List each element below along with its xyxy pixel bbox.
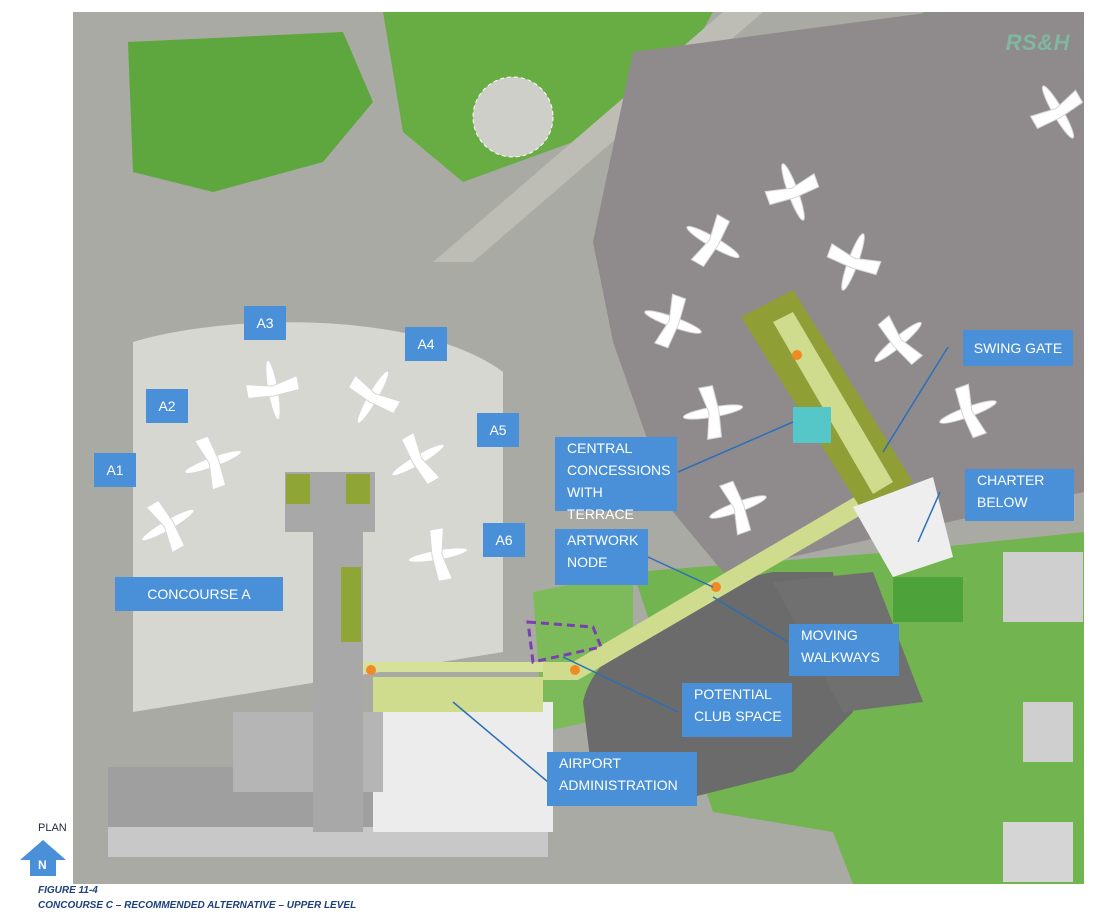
roundabout (472, 76, 554, 158)
hold-room (286, 474, 310, 504)
callout-text-line: CENTRAL (567, 440, 633, 456)
grass-area (383, 12, 713, 182)
gate-label-a5: A5 (477, 413, 519, 447)
club-space-outline (526, 620, 604, 664)
callout-text-line: POTENTIAL (694, 686, 772, 702)
admin-building (373, 702, 553, 832)
concourse-c-core (773, 312, 893, 494)
callout-text-line: MOVING (801, 627, 858, 643)
aircraft-group (141, 85, 1084, 582)
callout-text-line: CHARTER (977, 472, 1045, 488)
gate-label-a4: A4 (405, 327, 447, 361)
gate-label-a2: A2 (146, 389, 188, 423)
plan-label: PLAN (38, 822, 67, 834)
callout-text-line: NODE (567, 554, 608, 570)
walkway-connector (543, 492, 873, 680)
callout-lines (452, 346, 949, 783)
callout-text-line: CLUB SPACE (694, 708, 782, 724)
callout-charter-below: CHARTER BELOW (965, 469, 1074, 521)
hold-room (341, 567, 361, 642)
outbuilding (1003, 552, 1083, 622)
callout-text-line: CONCESSIONS (567, 462, 671, 478)
callout-text-line: ARTWORK (567, 532, 639, 548)
charter-building (853, 477, 953, 577)
north-letter: N (38, 858, 47, 872)
hold-room (346, 474, 370, 504)
node-marker (711, 582, 721, 592)
callout-text-line: WITH TERRACE (567, 484, 634, 522)
callout-text-line: ADMINISTRATION (559, 777, 678, 793)
node-marker (366, 665, 376, 675)
callout-text-line: WALKWAYS (801, 649, 880, 665)
central-concessions (793, 407, 831, 443)
gate-label-a1: A1 (94, 453, 136, 487)
callout-text-line: BELOW (977, 494, 1028, 510)
callout-airport-administration: AIRPORT ADMINISTRATION (547, 752, 697, 806)
grass-area (128, 32, 373, 192)
callout-text-line: AIRPORT (559, 755, 621, 771)
callout-swing-gate: SWING GATE (963, 330, 1073, 366)
north-arrow-icon (20, 840, 66, 876)
outbuilding (1003, 822, 1073, 882)
callout-concourse-a: CONCOURSE A (115, 577, 283, 611)
gate-label-a6: A6 (483, 523, 525, 557)
gate-label-a3: A3 (244, 306, 286, 340)
figure-number: FIGURE 11-4 (38, 885, 98, 896)
callout-artwork-node: ARTWORK NODE (555, 529, 648, 585)
outbuilding (1023, 702, 1073, 762)
node-marker (570, 665, 580, 675)
callout-central-concessions: CENTRAL CONCESSIONS WITH TERRACE (555, 437, 677, 522)
rsh-logo: RS&H (1005, 30, 1070, 55)
callout-potential-club-space: POTENTIAL CLUB SPACE (682, 683, 792, 737)
connector-corridor (363, 662, 543, 672)
outbuilding (893, 577, 963, 622)
node-marker (792, 350, 802, 360)
figure-title: CONCOURSE C – RECOMMENDED ALTERNATIVE – … (38, 900, 357, 911)
callout-moving-walkways: MOVING WALKWAYS (789, 624, 899, 676)
